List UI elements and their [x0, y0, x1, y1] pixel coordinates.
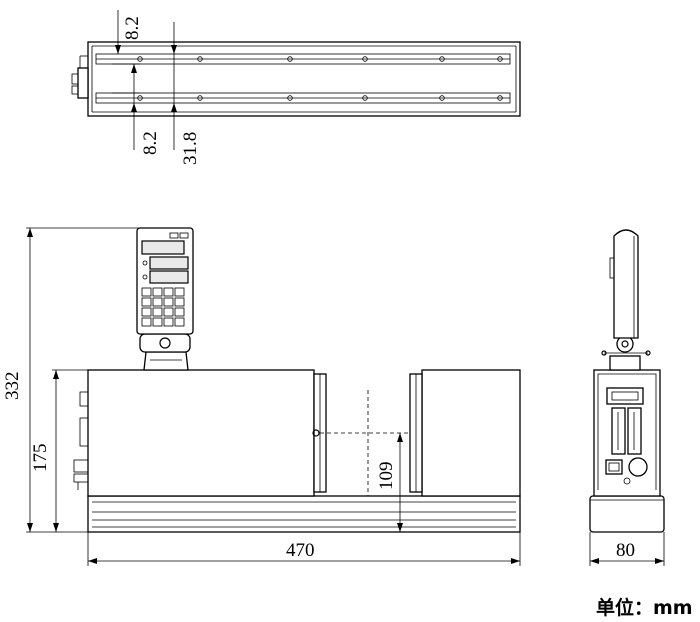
- side-view-power-socket: [605, 459, 623, 475]
- side-view-port-left: [611, 407, 626, 455]
- top-view-connector: [71, 55, 89, 99]
- controller-display-3: [149, 270, 189, 284]
- dim-width: 80: [616, 540, 635, 561]
- top-view-rail-body: [87, 41, 521, 117]
- dim-length: 470: [286, 540, 315, 561]
- side-view: 80: [589, 229, 665, 566]
- top-view: 8.2 8.2 31.8: [71, 10, 521, 165]
- dim-top-gap-upper: 8.2: [122, 16, 143, 40]
- side-view-controller: [609, 229, 639, 339]
- controller-display-1: [141, 240, 185, 255]
- side-view-base: [589, 495, 665, 533]
- dim-top-gap-lower: 8.2: [140, 131, 161, 155]
- dim-total-height: 332: [2, 372, 23, 401]
- front-view-right-head: [421, 369, 521, 497]
- front-view-left-head: [87, 369, 315, 497]
- unit-label: 单位：mm: [596, 596, 693, 619]
- side-view-port-right: [627, 407, 642, 455]
- front-view-controller: [136, 227, 194, 335]
- front-view-display-stand: [139, 333, 191, 371]
- side-view-stand: [601, 335, 651, 371]
- side-view-knob: [628, 457, 648, 477]
- top-view-screw-holes: [137, 56, 503, 101]
- dim-body-height: 175: [30, 444, 51, 473]
- front-view-side-connectors: [73, 391, 89, 490]
- controller-display-2: [149, 256, 189, 270]
- dim-top-offset: 31.8: [180, 132, 201, 165]
- controller-keypad: [141, 287, 185, 327]
- front-view: 332 175 109 470: [2, 227, 521, 566]
- dim-axis-height: 109: [376, 462, 397, 491]
- side-view-top-port: [606, 387, 644, 405]
